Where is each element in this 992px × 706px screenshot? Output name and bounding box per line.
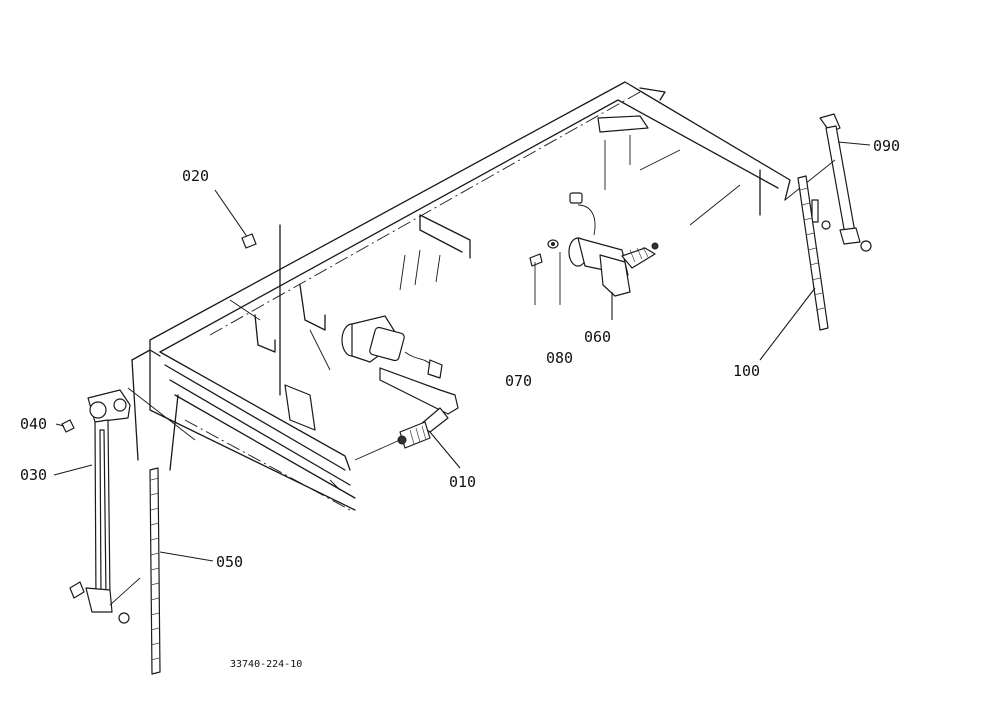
label-010: 010 (449, 473, 476, 491)
label-100: 100 (733, 362, 760, 380)
rear-wiper-motor (568, 192, 659, 297)
label-090: 090 (873, 137, 900, 155)
label-030: 030 (20, 466, 47, 484)
leader-lines (53, 141, 871, 562)
bolt-and-washer (529, 239, 561, 305)
label-050: 050 (216, 553, 243, 571)
front-wiper-blade (149, 467, 161, 675)
label-080: 080 (546, 349, 573, 367)
label-070: 070 (505, 372, 532, 390)
part-labels: 010 020 030 040 050 060 070 080 090 100 … (20, 137, 900, 670)
rear-wiper-arm (784, 113, 872, 252)
label-060: 060 (584, 328, 611, 346)
label-040: 040 (20, 415, 47, 433)
drawing-code: 33740-224-10 (230, 659, 302, 670)
front-wiper-arm (61, 387, 196, 624)
rear-wiper-blade (797, 175, 829, 331)
cab-frame (131, 81, 791, 511)
front-wiper-motor (341, 315, 459, 449)
label-020: 020 (182, 167, 209, 185)
